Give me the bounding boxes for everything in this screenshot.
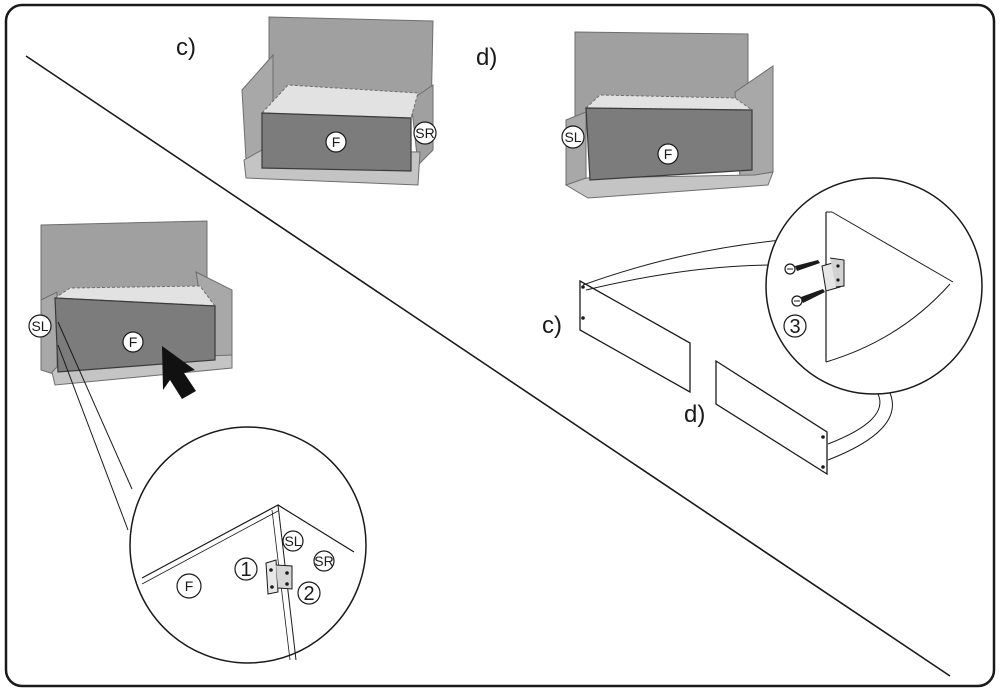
leader-line	[57, 344, 129, 531]
callout-3	[783, 314, 807, 338]
callout-1-label: 1	[240, 559, 251, 581]
part-marker-f	[122, 331, 144, 353]
leader-line	[827, 393, 881, 445]
part-label-f: F	[129, 334, 138, 350]
detail-magnifier-bracket	[129, 426, 367, 664]
part-marker-sr	[413, 121, 437, 145]
callout-1	[234, 557, 258, 581]
part-label-sl: SL	[31, 318, 48, 334]
tub-illustration-d	[564, 31, 774, 199]
push-arrow-icon	[162, 346, 196, 399]
callout-2	[297, 581, 321, 605]
part-label-f: F	[185, 578, 194, 594]
part-label-sr: SR	[314, 553, 333, 569]
step-label-c-top: c)	[176, 34, 196, 61]
leader-line	[57, 321, 133, 490]
part-label-sl: SL	[564, 129, 581, 145]
part-marker-sr	[313, 550, 335, 572]
diagonal-divider	[25, 55, 951, 677]
screw-icon	[791, 289, 825, 307]
step-label-d-top: d)	[476, 44, 497, 71]
step-label-d-panel: d)	[684, 401, 705, 428]
part-marker-sl	[28, 314, 52, 338]
tub-illustration-left	[40, 220, 233, 386]
callout-2-label: 2	[303, 583, 314, 605]
screw-icon	[784, 260, 820, 275]
panel-d	[715, 359, 828, 476]
part-label-f: F	[332, 134, 341, 150]
part-marker-f	[176, 573, 202, 599]
leader-line	[582, 239, 783, 286]
part-marker-sl	[282, 530, 304, 552]
panel-c	[579, 279, 691, 394]
part-label-sr: SR	[415, 125, 434, 141]
step-label-c-panel: c)	[542, 312, 562, 339]
page-border	[4, 3, 996, 688]
leader-line	[827, 392, 893, 461]
part-marker-sl	[561, 125, 585, 149]
part-label-sl: SL	[284, 533, 301, 549]
callout-3-label: 3	[789, 316, 800, 338]
tub-illustration-c	[241, 16, 434, 186]
part-label-f: F	[664, 146, 673, 162]
leader-line	[585, 264, 776, 291]
part-marker-f	[325, 131, 347, 153]
part-marker-f	[657, 143, 679, 165]
detail-magnifier-screws	[765, 177, 983, 395]
